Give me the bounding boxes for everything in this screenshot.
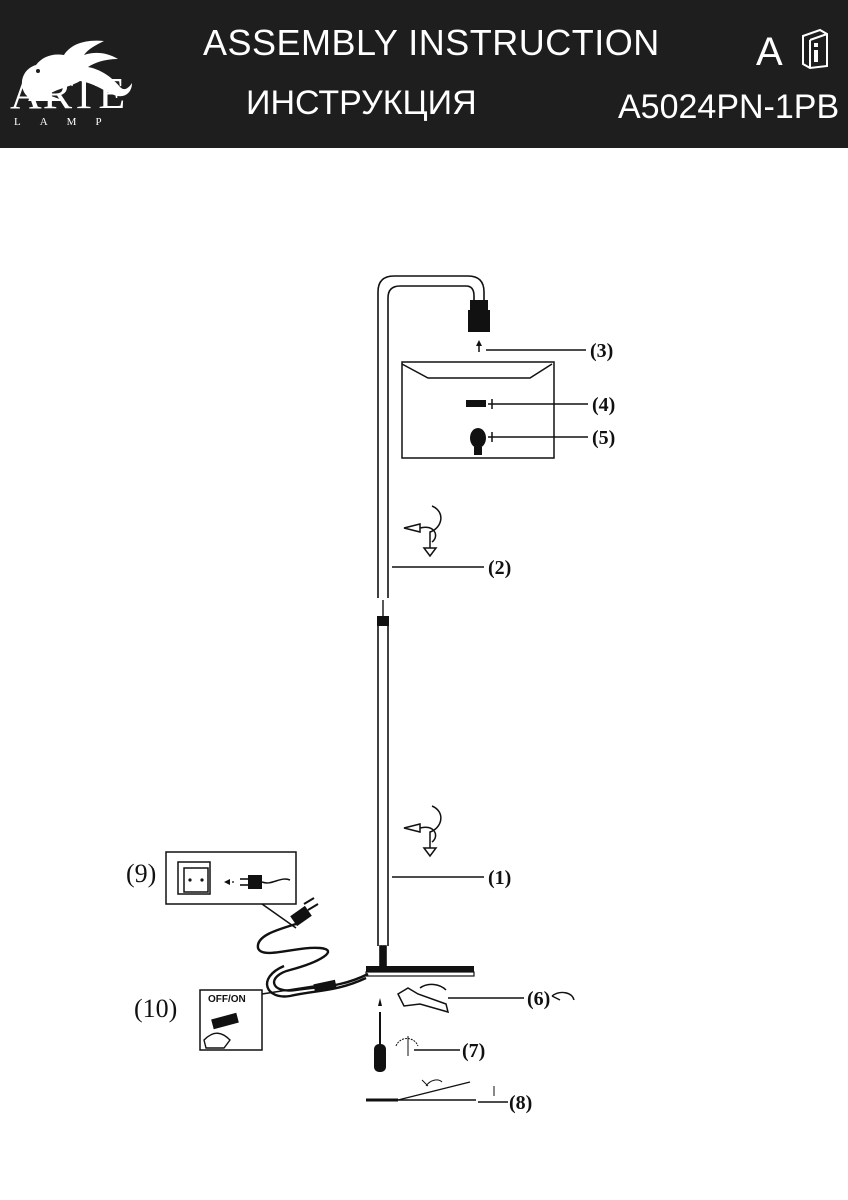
label-part-9: (9) <box>126 859 156 888</box>
title-english: ASSEMBLY INSTRUCTION <box>203 22 660 63</box>
title-russian: ИНСТРУКЦИЯ <box>246 84 477 122</box>
switch-label: OFF/ON <box>208 994 246 1005</box>
info-book-icon <box>802 28 828 70</box>
socket <box>468 300 490 332</box>
lamp-base <box>365 966 475 977</box>
plug-icon <box>290 897 319 927</box>
plug-icon <box>240 875 291 889</box>
floor-insert-icon <box>366 1079 495 1102</box>
label-part-1: (1) <box>488 867 511 889</box>
label-part-8: (8) <box>509 1092 532 1114</box>
pole-joint <box>377 616 389 626</box>
label-part-6: (6) <box>527 988 550 1010</box>
header-bar: ARTE LAMP ASSEMBLY INSTRUCTION ИНСТРУКЦИ… <box>0 0 848 148</box>
griffin-logo-icon <box>21 40 133 101</box>
brand-name: ARTE <box>10 69 127 118</box>
brand-subtitle: LAMP <box>14 116 121 128</box>
bulb-icon <box>470 428 486 455</box>
outlet-callout <box>165 851 297 929</box>
switch-hand-icon <box>203 1012 239 1049</box>
label-part-4: (4) <box>592 394 615 416</box>
part-4-shape <box>466 400 486 407</box>
rotate-arrow-icon <box>403 805 442 858</box>
lamp-shade <box>401 361 555 459</box>
label-part-3: (3) <box>590 340 613 362</box>
screwdriver-icon <box>374 1012 386 1072</box>
switch-callout <box>199 985 315 1051</box>
wrench-icon <box>397 983 450 1014</box>
ring-icon <box>551 991 575 1001</box>
label-part-7: (7) <box>462 1040 485 1062</box>
power-cord <box>256 922 369 998</box>
label-part-10: (10) <box>134 994 177 1023</box>
lower-pole <box>377 626 389 967</box>
version-letter: A <box>756 30 783 74</box>
cord-switch <box>313 979 337 993</box>
label-part-2: (2) <box>488 557 511 579</box>
assembly-diagram: (3) (4) (5) (2) (1) <box>126 275 615 1114</box>
model-number: A5024PN-1PB <box>618 88 840 126</box>
rotate-arrow-icon <box>403 505 442 558</box>
upper-pole-arm <box>377 275 485 598</box>
label-part-5: (5) <box>592 427 615 449</box>
